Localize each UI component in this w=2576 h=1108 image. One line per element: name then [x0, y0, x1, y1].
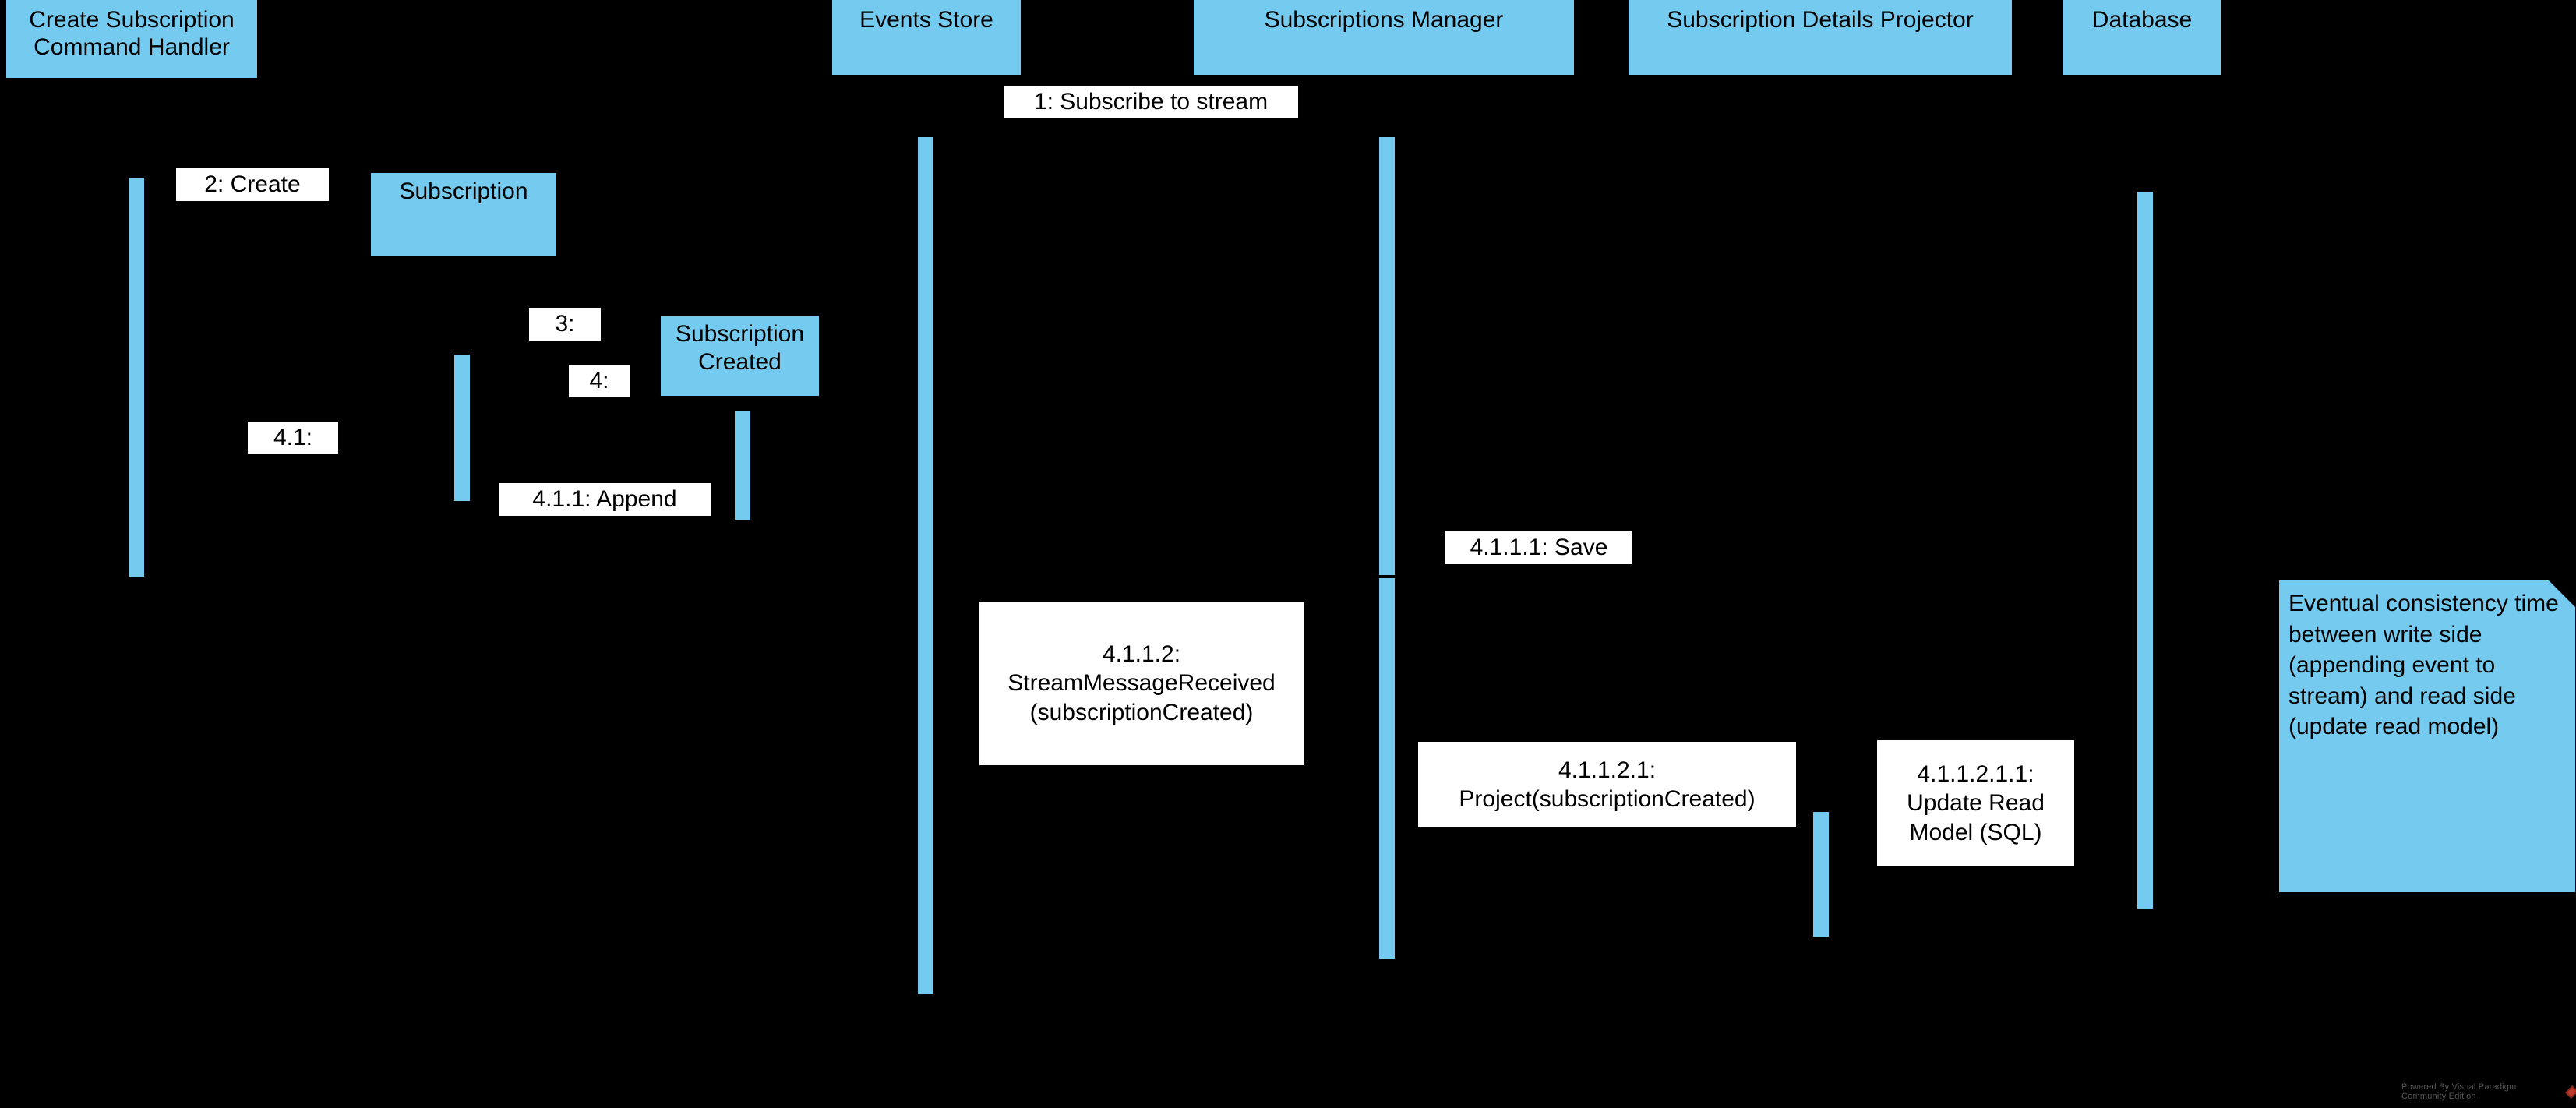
message-label-4[interactable]: 4:: [569, 365, 630, 397]
watermark-text: Powered By Visual Paradigm Community Edi…: [2401, 1082, 2517, 1101]
message-text-4-1: 4.1:: [273, 425, 313, 451]
message-label-4-1[interactable]: 4.1:: [248, 422, 338, 454]
activation-bar-events-store: [918, 137, 933, 994]
message-text-4-1-1-2-1: 4.1.1.2.1: Project(subscriptionCreated): [1459, 757, 1756, 813]
message-text-4: 4:: [589, 368, 609, 394]
activation-bar-database: [2137, 192, 2153, 909]
lifeline-header-subscriptions-manager[interactable]: Subscriptions Manager: [1194, 0, 1574, 75]
message-text-4-1-1-2-1-1: 4.1.1.2.1.1: Update Read Model (SQL): [1907, 760, 2045, 845]
message-text-4-1-1-1: 4.1.1.1: Save: [1470, 535, 1608, 561]
message-text-2: 2: Create: [204, 171, 301, 198]
message-label-4-1-1-1-save[interactable]: 4.1.1.1: Save: [1445, 531, 1632, 564]
message-label-4-1-1-2-stream-message-received[interactable]: 4.1.1.2: StreamMessageReceived (subscrip…: [979, 602, 1304, 765]
object-label-subscription-created: Subscription Created: [675, 321, 805, 375]
note-text: Eventual consistency time between write …: [2288, 591, 2559, 740]
watermark-visual-paradigm: Powered By Visual Paradigm Community Edi…: [2401, 1082, 2576, 1101]
lifeline-header-database[interactable]: Database: [2063, 0, 2221, 75]
message-label-2-create[interactable]: 2: Create: [176, 168, 329, 201]
activation-separator-subscriptions-manager: [1379, 575, 1395, 578]
message-text-4-1-1-2: 4.1.1.2: StreamMessageReceived (subscrip…: [1007, 640, 1276, 725]
message-label-1-subscribe-to-stream[interactable]: 1: Subscribe to stream: [1004, 86, 1298, 118]
lifeline-header-events-store[interactable]: Events Store: [832, 0, 1021, 75]
lifeline-label-details-projector: Subscription Details Projector: [1667, 7, 1974, 33]
lifeline-label-events-store: Events Store: [859, 7, 993, 33]
lifeline-label-database: Database: [2091, 7, 2193, 33]
object-box-subscription-created[interactable]: Subscription Created: [661, 316, 819, 396]
activation-bar-details-projector: [1813, 812, 1829, 937]
message-label-4-1-1-2-1-1-update-read-model[interactable]: 4.1.1.2.1.1: Update Read Model (SQL): [1877, 740, 2074, 866]
message-text-4-1-1: 4.1.1: Append: [532, 486, 677, 513]
activation-bar-subscription-created: [735, 411, 750, 520]
message-label-4-1-1-2-1-project[interactable]: 4.1.1.2.1: Project(subscriptionCreated): [1418, 742, 1796, 827]
message-label-4-1-1-append[interactable]: 4.1.1: Append: [499, 483, 711, 516]
message-text-3: 3:: [555, 311, 575, 337]
lifeline-label-subscriptions-manager: Subscriptions Manager: [1264, 7, 1504, 33]
note-eventual-consistency[interactable]: Eventual consistency time between write …: [2279, 580, 2575, 892]
visual-paradigm-logo-icon: [2565, 1085, 2576, 1099]
object-label-subscription: Subscription: [399, 178, 528, 204]
message-text-1: 1: Subscribe to stream: [1033, 89, 1269, 115]
lifeline-label-command-handler: Create Subscription Command Handler: [29, 7, 235, 61]
object-box-subscription[interactable]: Subscription: [371, 173, 556, 256]
lifeline-header-details-projector[interactable]: Subscription Details Projector: [1629, 0, 2012, 75]
lifeline-header-command-handler[interactable]: Create Subscription Command Handler: [6, 0, 257, 78]
message-label-3[interactable]: 3:: [529, 308, 601, 341]
activation-bar-subscription: [454, 355, 470, 501]
activation-bar-subscriptions-manager: [1379, 137, 1395, 959]
activation-bar-command-handler: [129, 178, 144, 577]
